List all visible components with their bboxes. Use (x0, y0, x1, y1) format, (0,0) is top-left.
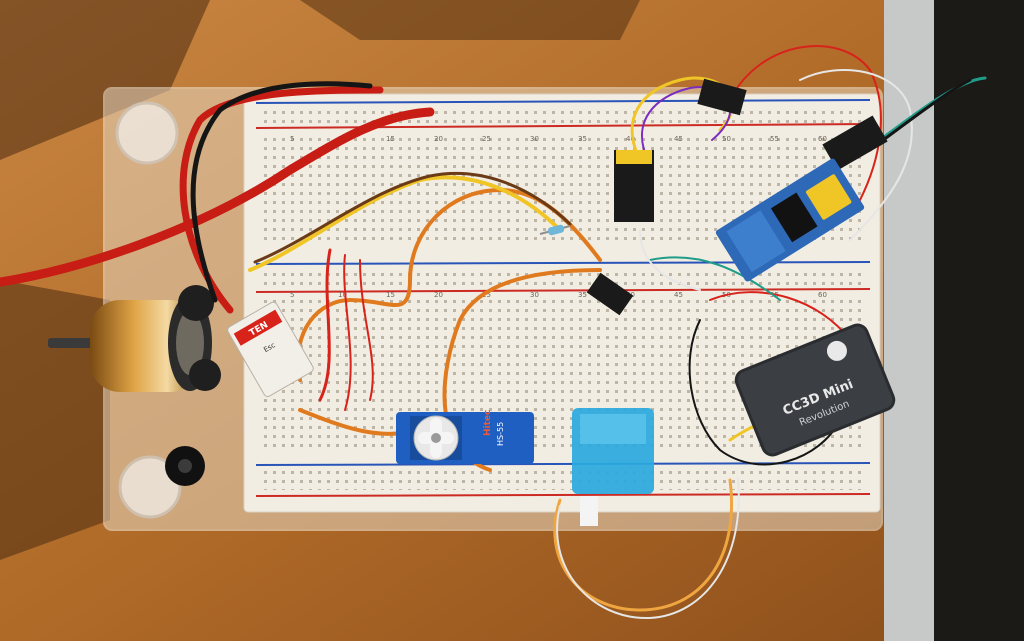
flight-controller: CC3D Mini Revolution (734, 323, 896, 457)
shadow-top-left (0, 0, 210, 160)
bluetooth-module (715, 158, 865, 282)
dark-background (934, 0, 1024, 641)
column-number: 40 (626, 135, 635, 143)
servo-hitec: Hitec HS-55 (396, 410, 534, 464)
resistor (539, 224, 571, 236)
column-number: 15 (386, 291, 395, 299)
column-number: 20 (434, 291, 443, 299)
wires (0, 45, 987, 620)
column-number: 55 (770, 135, 779, 143)
brushless-motor (48, 285, 221, 392)
column-number: 35 (578, 291, 587, 299)
column-number: 45 (674, 291, 683, 299)
column-number: 25 (482, 291, 491, 299)
shadow-left (0, 280, 110, 560)
column-number: 50 (722, 135, 731, 143)
column-number: 5 (290, 291, 294, 299)
servo-model-text: HS-55 (496, 422, 505, 446)
column-number: 35 (578, 135, 587, 143)
column-number: 10 (338, 291, 347, 299)
column-number: 15 (386, 135, 395, 143)
shadow-top-center (300, 0, 640, 40)
column-number: 30 (530, 291, 539, 299)
esc-controller: TEN Esc (227, 301, 314, 398)
column-number: 25 (482, 135, 491, 143)
column-number: 5 (290, 135, 294, 143)
column-number: 30 (530, 135, 539, 143)
column-number: 60 (818, 135, 827, 143)
banana-jack (165, 446, 205, 486)
breadboard (243, 93, 881, 513)
servo-brand-text: Hitec (483, 410, 493, 436)
column-number: 45 (674, 135, 683, 143)
pin-header-stack (586, 78, 888, 316)
column-number: 60 (818, 291, 827, 299)
column-number: 20 (434, 135, 443, 143)
servo-cyan (572, 408, 654, 526)
table-edge-metal (884, 0, 934, 641)
